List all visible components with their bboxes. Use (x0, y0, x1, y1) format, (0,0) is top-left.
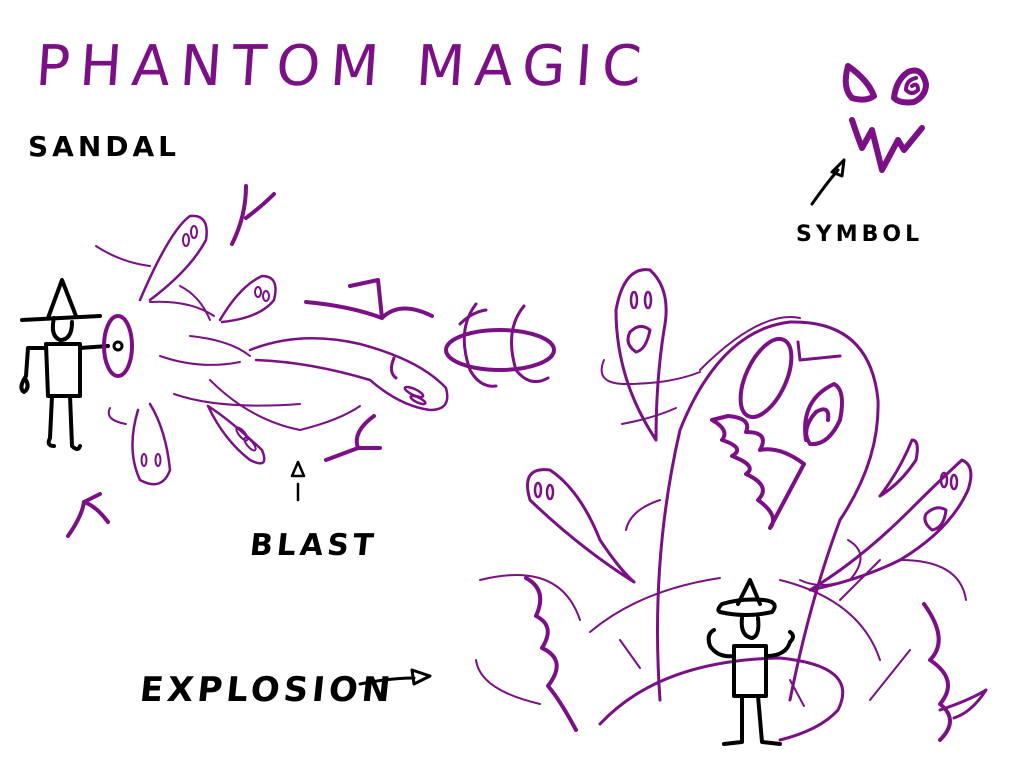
giant-ghost-icon (625, 316, 880, 702)
explosion-burst-icon (475, 559, 988, 742)
explosion-arrow-icon (358, 668, 432, 686)
symbol-arrow-icon (810, 158, 846, 206)
sandal-label: SANDAL (28, 130, 181, 163)
blast-stream-icon (66, 184, 449, 538)
caster-figure-icon (19, 278, 110, 451)
symbol-face-icon (842, 63, 929, 173)
blast-arrow-icon (290, 460, 306, 502)
explosion-ghosts-icon (526, 438, 973, 592)
ring-symbol-icon (444, 302, 556, 388)
small-ghost-icon (600, 268, 701, 442)
symbol-label: SYMBOL (796, 222, 924, 247)
explosion-figure-icon (706, 578, 795, 746)
